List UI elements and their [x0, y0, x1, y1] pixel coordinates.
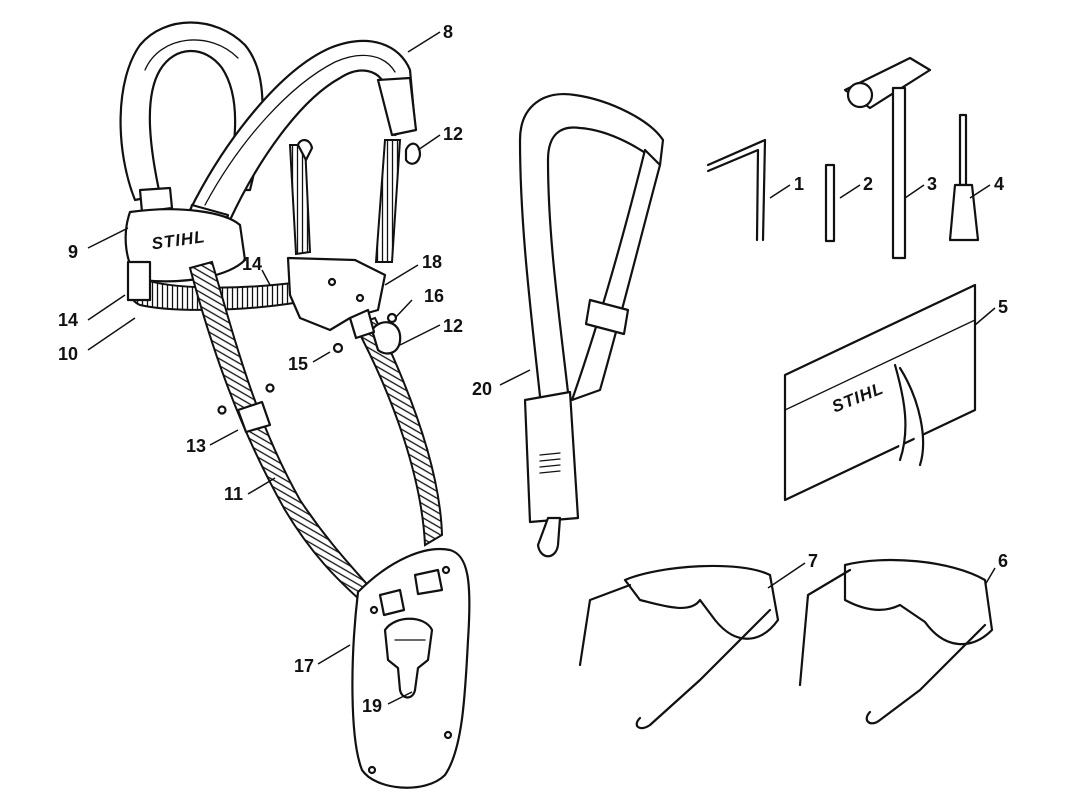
pin: [824, 163, 836, 243]
callout-16: 16: [424, 286, 444, 306]
screw-16: [386, 312, 398, 324]
callout-17: 17: [294, 656, 314, 676]
shoulder-strap: [518, 93, 665, 558]
callout-19: 19: [362, 696, 382, 716]
callout-20: 20: [472, 379, 492, 399]
callout-6: 6: [998, 551, 1008, 571]
callout-4: 4: [994, 174, 1004, 194]
harness-assembly: STIHL: [119, 21, 471, 789]
callout-10: 10: [58, 344, 78, 364]
callout-2: 2: [863, 174, 873, 194]
carrying-hook: [383, 617, 434, 699]
callout-13: 13: [186, 436, 206, 456]
leader-lines: [87, 31, 996, 705]
screw-15: [332, 342, 344, 354]
back-plate: [124, 208, 247, 283]
callout-12-upper: 12: [443, 124, 463, 144]
callout-1: 1: [794, 174, 804, 194]
callout-12-lower: 12: [443, 316, 463, 336]
callout-14-center: 14: [242, 254, 262, 274]
right-shoulder-pad: [188, 39, 417, 222]
callout-8: 8: [443, 22, 453, 42]
callout-labels: 1 2 3 4 5 6 7 8 9 10 11 12 12 13 14 14 1…: [58, 22, 1008, 716]
left-shoulder-pad: [119, 21, 264, 202]
left-chest-strap: [288, 144, 312, 256]
combination-wrench: [843, 56, 932, 260]
side-strap: [353, 316, 444, 547]
callout-5: 5: [998, 297, 1008, 317]
callout-9: 9: [68, 242, 78, 262]
screwdriver: [948, 113, 980, 242]
safety-glasses-6: [798, 558, 994, 725]
safety-glasses-7: [578, 564, 780, 730]
callout-3: 3: [927, 174, 937, 194]
right-chest-strap: [374, 139, 402, 263]
callout-14-left: 14: [58, 310, 78, 330]
callout-18: 18: [422, 252, 442, 272]
hex-key: [706, 138, 767, 242]
callout-7: 7: [808, 551, 818, 571]
tool-pouch: STIHL: [783, 283, 977, 502]
callout-11: 11: [224, 484, 243, 504]
callout-15: 15: [288, 354, 308, 374]
